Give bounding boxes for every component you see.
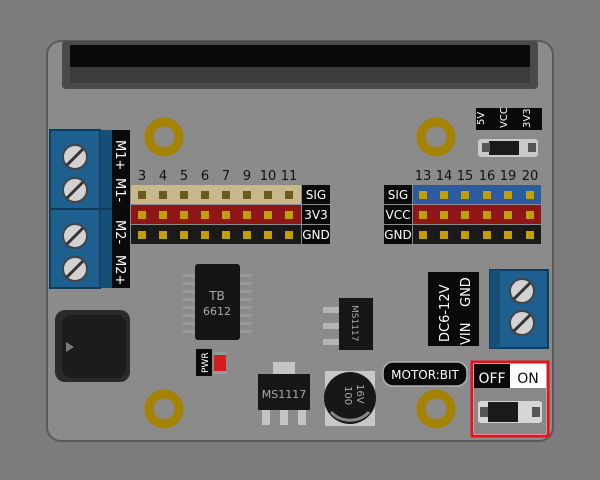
capacitor-label-line1: 100: [342, 386, 353, 405]
regulator-label: MS1117: [262, 388, 306, 401]
motor-terminal-block[interactable]: [49, 129, 112, 289]
label-5v: 5V: [476, 112, 487, 125]
row-label-sig: SIG: [306, 188, 326, 202]
screw-icon: [62, 177, 88, 203]
screw-icon: [62, 144, 88, 170]
vin-label: VIN: [459, 323, 474, 345]
voltage-jumper[interactable]: [478, 139, 538, 157]
left-pin-header: 3 4 5 6 7 9 10 11 SIG 3V3 GND: [131, 169, 330, 244]
power-switch[interactable]: OFF ON: [470, 360, 550, 438]
label-vcc: VCC: [499, 107, 510, 128]
label-m1-minus: M1-: [112, 178, 127, 202]
row-label-gnd: GND: [302, 228, 330, 242]
chip-label-line1: TB: [208, 289, 225, 303]
screw-icon: [62, 256, 88, 282]
switch-off-label: OFF: [478, 371, 505, 387]
power-range-label: DC6-12V: [438, 284, 453, 342]
mounting-holes: [144, 117, 456, 429]
screw-icon: [509, 278, 535, 304]
regulator-small-label: MS1117: [349, 305, 359, 341]
brand-label: MOTOR:BIT: [391, 368, 459, 382]
switch-slider[interactable]: [488, 402, 518, 422]
brand-badge: MOTOR:BIT: [382, 361, 468, 387]
label-m2-minus: M2-: [112, 220, 127, 244]
row-label-gnd: GND: [384, 228, 412, 242]
play-arrow-icon: [66, 342, 74, 352]
pin-number: 4: [159, 169, 167, 184]
capacitor-label-line2: 16V: [354, 384, 365, 404]
pwr-label: PWR: [201, 352, 211, 373]
pin-number: 7: [222, 169, 230, 184]
pin-number: 10: [260, 169, 277, 184]
pin-number: 11: [281, 169, 298, 184]
switch-on-label: ON: [517, 371, 539, 387]
buzzer: [55, 310, 130, 382]
regulator-large: MS1117: [258, 362, 310, 425]
mounting-hole-bottom-right: [416, 389, 456, 429]
pin-number: 13: [415, 169, 432, 184]
voltage-select: 5V VCC 3V3: [476, 107, 542, 157]
switch-on-bg: [510, 364, 546, 388]
gnd-label: GND: [459, 277, 474, 307]
row-label-3v3: 3V3: [304, 208, 327, 222]
highlight-border: [470, 360, 550, 438]
pin-number: 19: [500, 169, 517, 184]
pwr-led: PWR: [196, 349, 226, 376]
chip-label-line2: 6612: [203, 305, 231, 318]
power-terminal-block[interactable]: [489, 269, 549, 349]
row-label-sig: SIG: [388, 188, 408, 202]
pin-number: 6: [201, 169, 209, 184]
pin-number: 5: [180, 169, 188, 184]
label-m2-plus: M2+: [112, 255, 127, 285]
capacitor: 100 16V: [324, 371, 376, 426]
pin-number: 15: [457, 169, 474, 184]
motor-driver-chip: TB 6612: [183, 264, 252, 340]
edge-connector: [62, 41, 538, 89]
mounting-hole-bottom-left: [144, 389, 184, 429]
mounting-hole-top-left: [144, 117, 184, 157]
screw-icon: [509, 310, 535, 336]
label-m1-plus: M1+: [112, 140, 127, 170]
mounting-hole-top-right: [416, 117, 456, 157]
regulator-small: MS1117: [323, 298, 373, 350]
switch-off-bg: [474, 364, 510, 388]
pin-number: 14: [436, 169, 453, 184]
row-label-vcc: VCC: [386, 208, 411, 222]
pin-number: 9: [243, 169, 251, 184]
power-input: DC6-12V VIN GND: [428, 269, 549, 349]
pin-number: 16: [479, 169, 496, 184]
pin-number: 3: [138, 169, 146, 184]
label-3v3: 3V3: [522, 108, 533, 128]
pin-number: 20: [522, 169, 539, 184]
screw-icon: [62, 223, 88, 249]
right-pin-header: 13 14 15 16 19 20 SIG VCC GND: [384, 169, 541, 244]
